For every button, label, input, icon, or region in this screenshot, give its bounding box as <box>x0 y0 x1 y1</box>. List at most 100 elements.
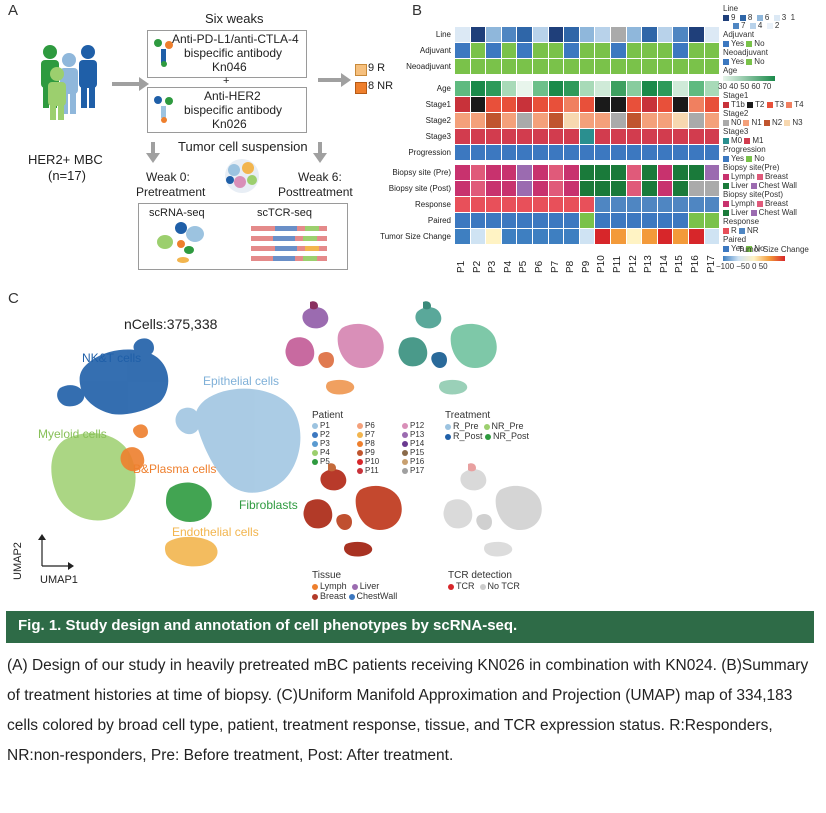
heatmap-cell <box>548 27 564 42</box>
cluster-label-nkt: NK&T cells <box>82 351 142 365</box>
drug2-code: Kn026 <box>212 117 247 131</box>
patient-legend-item: P4 <box>312 448 330 457</box>
heatmap-cell <box>642 43 657 58</box>
heatmap-cell <box>689 81 704 96</box>
heatmap-column-label: P16 <box>690 255 701 273</box>
heatmap-cell <box>548 43 564 58</box>
heatmap-cell <box>470 213 486 228</box>
heatmap-cell <box>501 165 517 180</box>
scrna-label: scRNA-seq <box>149 207 205 219</box>
heatmap-cell <box>704 43 720 58</box>
heatmap-cell <box>548 113 564 128</box>
sequencing-box: scRNA-seq scTCR-seq <box>138 203 348 270</box>
heatmap-cell <box>595 181 610 196</box>
heatmap-cell <box>657 165 673 180</box>
heatmap-cell <box>689 59 704 74</box>
heatmap-cell <box>611 145 626 160</box>
heatmap-cell <box>470 145 486 160</box>
heatmap-cell <box>611 165 626 180</box>
umap-by-patient <box>285 301 384 395</box>
week0-label: Weak 0: <box>146 170 190 184</box>
heatmap-cell <box>673 81 688 96</box>
legend-stage1-title: Stage1 <box>723 91 749 100</box>
heatmap-cell <box>564 129 579 144</box>
heatmap-cell <box>704 213 720 228</box>
heatmap-cell <box>501 213 517 228</box>
panel-a-label: A <box>8 2 19 19</box>
patient-legend-item: P6 <box>357 421 375 430</box>
heatmap-cell <box>517 129 532 144</box>
heatmap-cell <box>595 81 610 96</box>
heatmap-cell <box>564 81 579 96</box>
heatmap-cell <box>564 43 579 58</box>
heatmap-cell <box>689 129 704 144</box>
heatmap-cell <box>486 181 501 196</box>
legend-biopsy-pre-title: Biopsy site(Pre) <box>723 163 780 172</box>
heatmap-cell <box>642 229 657 244</box>
heatmap-cell <box>626 145 642 160</box>
heatmap-cell <box>704 81 720 96</box>
umap2-label: UMAP2 <box>12 542 24 580</box>
heatmap-row-label: Paired <box>427 216 451 225</box>
legend-age-gradient <box>723 76 775 81</box>
caption-title: Fig. 1. Study design and annotation of c… <box>18 617 518 634</box>
heatmap-column-label: P7 <box>549 260 561 273</box>
patient-legend-item: P17 <box>402 466 424 475</box>
main-umap-plot <box>38 338 301 570</box>
legend-response-title: Response <box>723 217 760 226</box>
heatmap-cell <box>533 27 548 42</box>
heatmap-cell <box>595 229 610 244</box>
heatmap-cell <box>470 165 486 180</box>
heatmap-cell <box>626 27 642 42</box>
heatmap-cell <box>501 59 517 74</box>
heatmap-cell <box>486 129 501 144</box>
heatmap-cell <box>564 27 579 42</box>
heatmap-cell <box>657 59 673 74</box>
antibody-icon <box>154 39 173 67</box>
umap-by-treatment <box>398 301 497 395</box>
drug2-name: Anti-HER2 <box>204 89 261 103</box>
heatmap-cell <box>486 145 501 160</box>
heatmap-cell <box>579 81 595 96</box>
heatmap-cell <box>704 145 720 160</box>
heatmap-cell <box>533 97 548 112</box>
legend-biopsy-pre-row1: Lymph Breast <box>723 172 788 181</box>
heatmap-cell <box>611 129 626 144</box>
heatmap-column-label: P1 <box>456 260 467 273</box>
heatmap-cell <box>548 59 564 74</box>
heatmap-cell <box>626 81 642 96</box>
heatmap-cell <box>486 113 501 128</box>
heatmap-cell <box>455 27 470 42</box>
heatmap-cell <box>657 229 673 244</box>
legend-biopsy-post-title: Biopsy site(Post) <box>723 190 784 199</box>
heatmap-cell <box>704 165 720 180</box>
heatmap-cell <box>517 97 532 112</box>
heatmap-cell <box>579 113 595 128</box>
legend-stage2-title: Stage2 <box>723 109 749 118</box>
legend-tumor-gradient <box>723 256 785 261</box>
heatmap-cell <box>626 165 642 180</box>
heatmap-cell <box>595 145 610 160</box>
heatmap-cell <box>564 213 579 228</box>
heatmap-cell <box>704 27 720 42</box>
heatmap-cell <box>533 197 548 212</box>
legend-progression-title: Progression <box>723 145 766 154</box>
heatmap-cell <box>611 229 626 244</box>
heatmap-cell <box>626 43 642 58</box>
patient-legend-title: Patient <box>312 410 344 421</box>
patient-legend-item: P15 <box>402 448 424 457</box>
heatmap-cell <box>517 181 532 196</box>
legend-tumor-ticks: −100 −50 0 50 <box>716 262 768 271</box>
heatmap-cell <box>533 229 548 244</box>
legend-stage3-vals: M0 M1 <box>723 136 763 145</box>
legend-line-row1: 9 8 6 3 1 <box>723 13 795 22</box>
arrow-week0 <box>146 142 160 163</box>
heatmap-cell <box>657 113 673 128</box>
heatmap-cell <box>657 97 673 112</box>
heatmap-cell <box>626 197 642 212</box>
legend-stage3-title: Stage3 <box>723 127 749 136</box>
drug-box-2: Anti-HER2 bispecific antibody Kn026 <box>147 87 307 133</box>
heatmap-column-label: P9 <box>580 260 592 273</box>
heatmap-cell <box>611 59 626 74</box>
patient-legend-item: P2 <box>312 430 330 439</box>
